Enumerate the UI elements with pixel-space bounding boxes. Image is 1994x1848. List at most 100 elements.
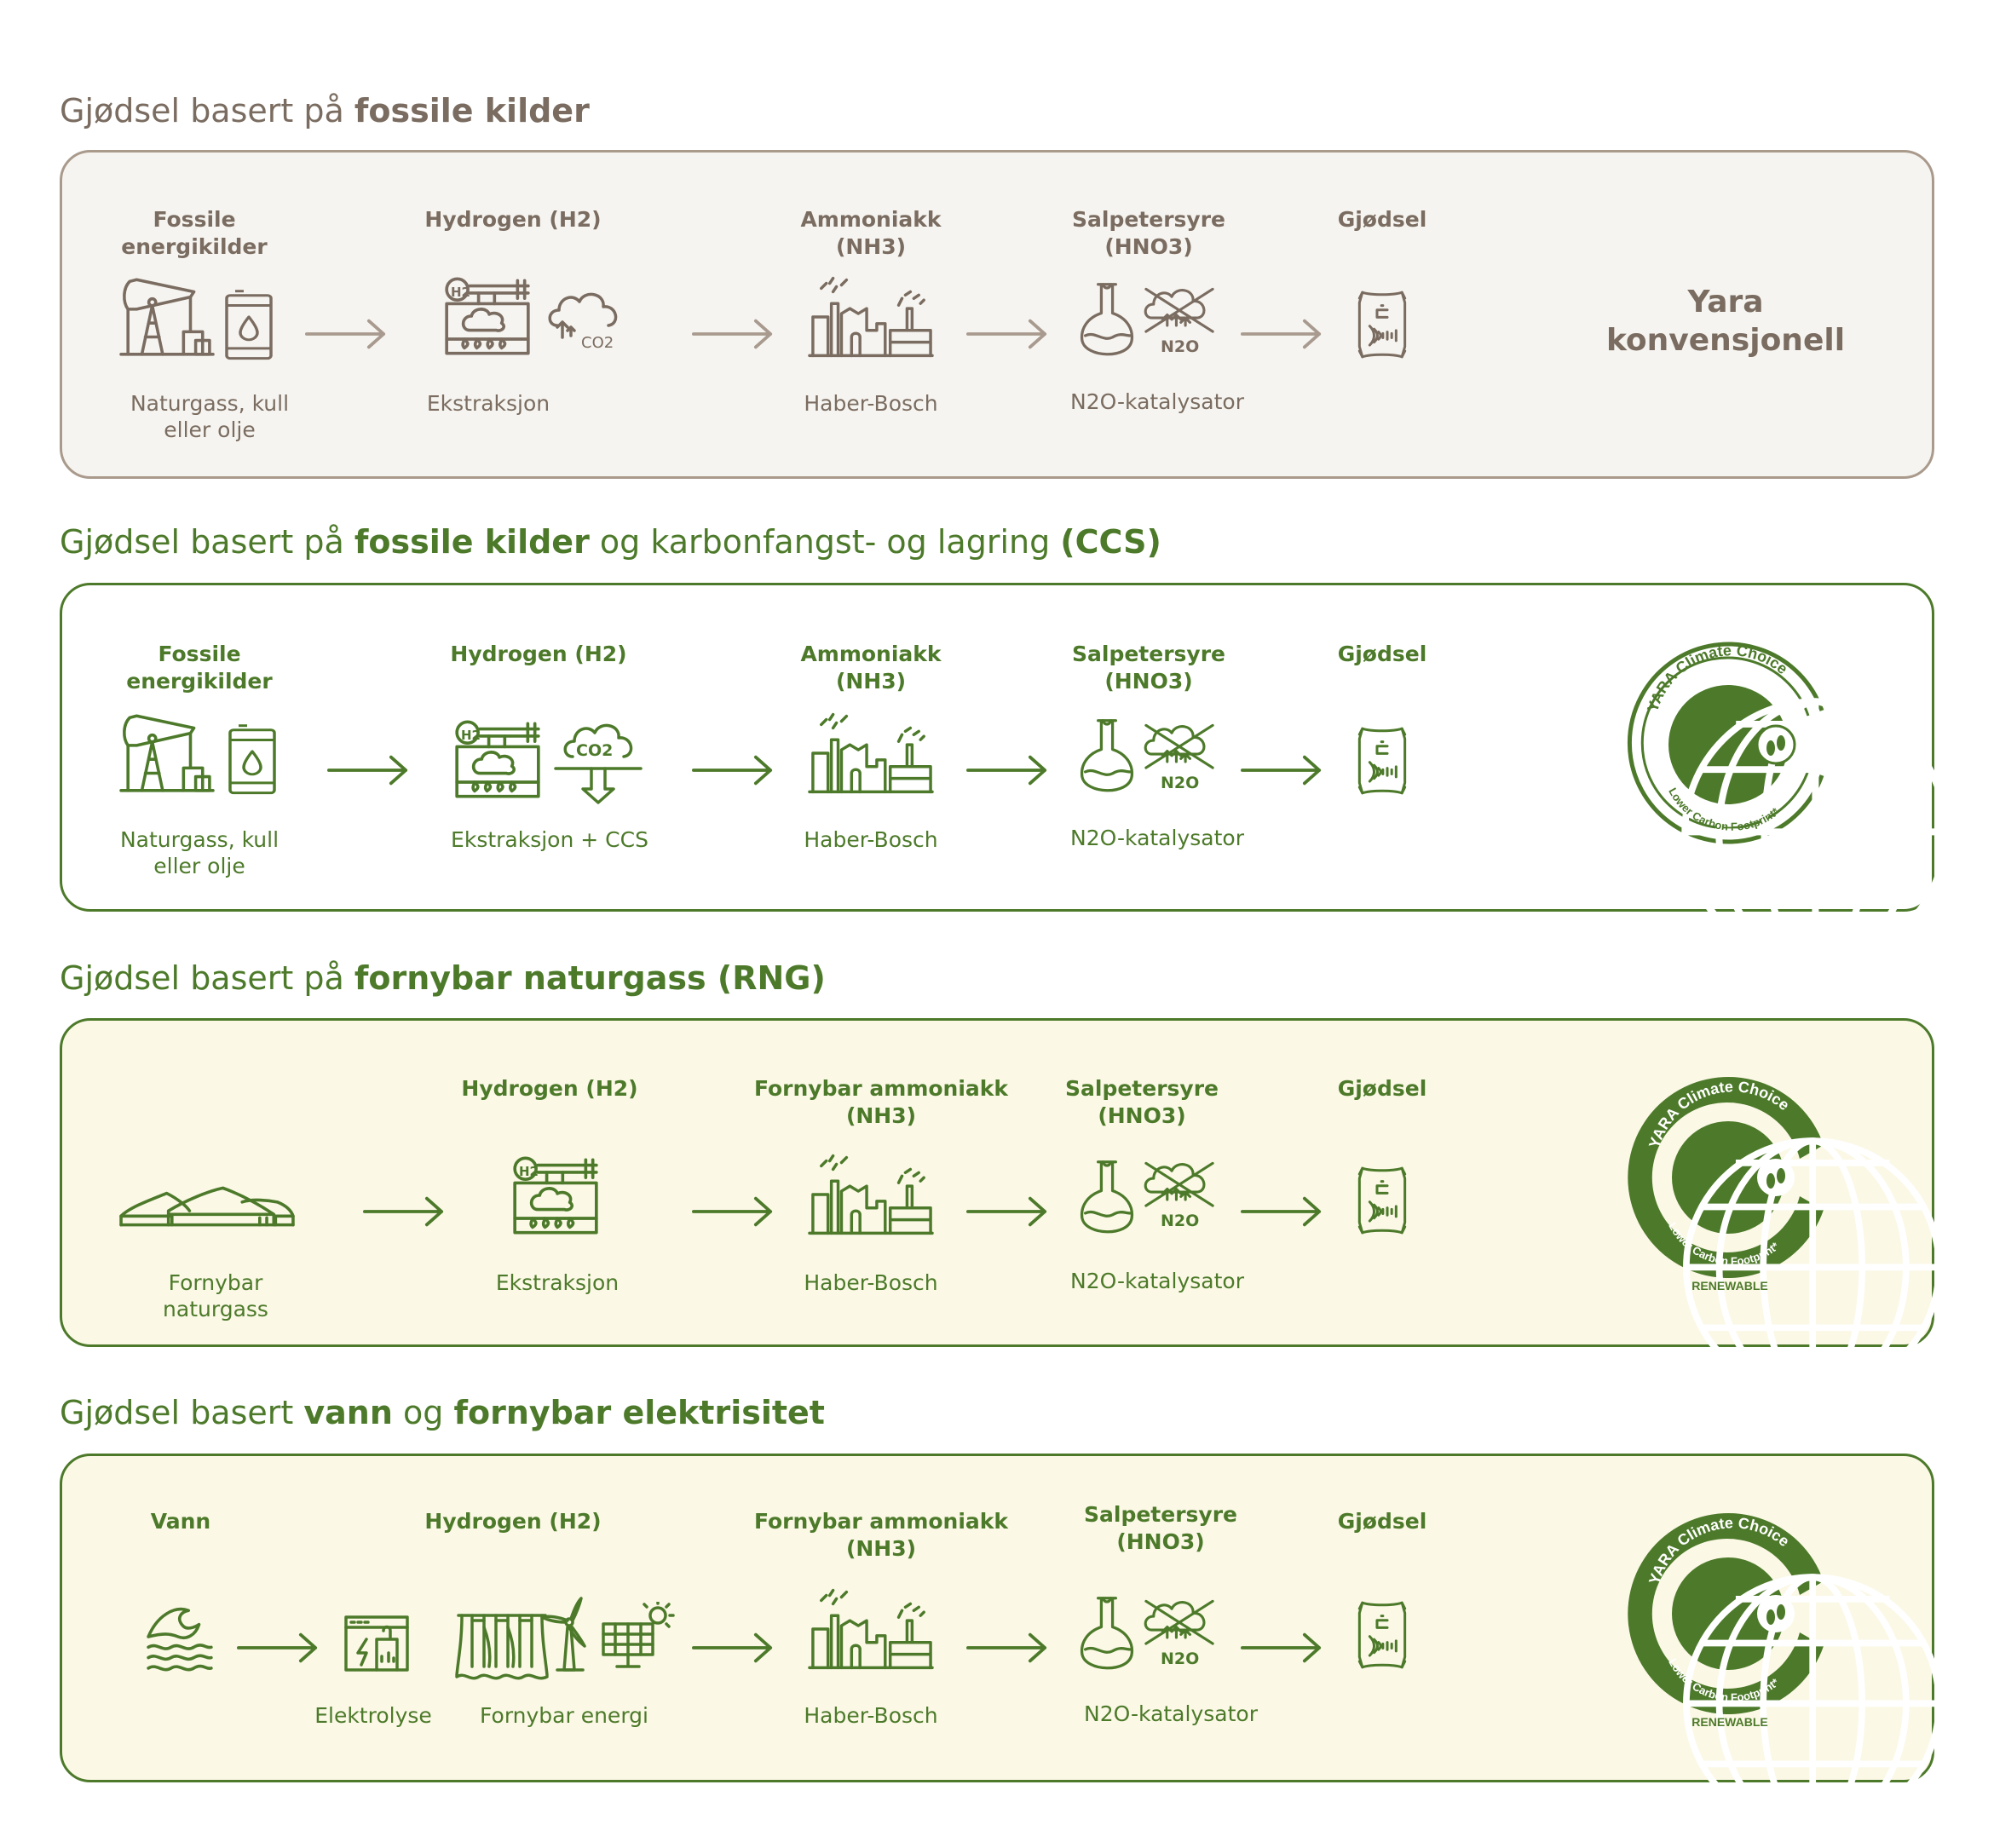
- flow-arrow: [327, 753, 409, 787]
- yara-climate-choice-badge: YARA Climate Choice Lower Carbon Footpri…: [1619, 632, 1841, 854]
- step-title-hydrogen: Hydrogen (H2): [424, 207, 602, 232]
- caption-electrolysis: Elektrolyse: [314, 1703, 432, 1728]
- ammonia-plant-icon: [808, 1152, 934, 1237]
- ammonia-plant-icon: [808, 711, 934, 796]
- panel-ccs: [60, 583, 1934, 912]
- flow-arrow: [1241, 317, 1323, 351]
- oil-barrel-icon: [223, 290, 274, 361]
- co2-label: CO2: [581, 334, 614, 352]
- n2o-crossed-cloud-icon: N2O: [1140, 1159, 1219, 1235]
- caption-fossil-sources: Naturgass, kull eller olje: [130, 391, 290, 442]
- yara-climate-choice-renewable-badge: YARA Climate Choice Lower Carbon Footpri…: [1619, 1503, 1841, 1733]
- flow-arrow: [305, 317, 387, 351]
- hydrogen-extractor-icon: H2: [453, 719, 542, 801]
- step-title-ammonia: Ammoniakk (NH3): [800, 207, 942, 259]
- caption-haber-bosch: Haber-Bosch: [804, 827, 938, 852]
- flow-arrow: [692, 753, 774, 787]
- panel-fossil: [60, 150, 1934, 479]
- flow-arrow: [692, 1631, 774, 1665]
- solar-panel-icon: [600, 1602, 677, 1672]
- flask-icon: [1079, 1595, 1135, 1675]
- flask-icon: [1079, 1159, 1135, 1239]
- caption-n2o-catalyst: N2O-katalysator: [1070, 389, 1244, 414]
- badge-renewable-text: RENEWABLE: [1691, 1279, 1767, 1292]
- caption-n2o-catalyst: N2O-katalysator: [1084, 1701, 1258, 1726]
- flask-icon: [1079, 717, 1135, 797]
- fertilizer-bag-icon: [1355, 724, 1409, 797]
- step-title-nitric-acid: Salpetersyre (HNO3): [1072, 207, 1225, 259]
- caption-renewable-energy: Fornybar energi: [480, 1703, 648, 1728]
- caption-extraction: Ekstraksjon: [495, 1270, 620, 1295]
- step-title-fertilizer: Gjødsel: [1337, 207, 1427, 232]
- flow-arrow: [966, 753, 1048, 787]
- yara-conventional-label: Yara konvensjonell: [1605, 285, 1846, 358]
- ammonia-plant-icon: [808, 1586, 934, 1672]
- step-title-water: Vann: [150, 1509, 211, 1534]
- caption-renewable-natural-gas: Fornybar naturgass: [163, 1270, 268, 1321]
- h2-label: H2: [451, 285, 470, 300]
- oil-barrel-icon: [227, 724, 278, 796]
- fertilizer-bag-icon: [1355, 288, 1409, 361]
- flow-arrow: [1241, 1631, 1323, 1665]
- n2o-crossed-cloud-icon: N2O: [1140, 1597, 1219, 1673]
- step-title-fossil-sources: Fossile energikilder: [121, 207, 268, 259]
- step-title-hydrogen: Hydrogen (H2): [461, 1076, 638, 1101]
- flask-icon: [1079, 281, 1135, 361]
- electrolyser-icon: [343, 1614, 411, 1673]
- hydrogen-extractor-icon: H2: [443, 276, 532, 358]
- step-title-fossil-sources: Fossile energikilder: [126, 642, 273, 694]
- step-title-fertilizer: Gjødsel: [1337, 642, 1427, 666]
- flow-arrow: [1241, 1195, 1323, 1229]
- step-title-renewable-ammonia: Fornybar ammoniakk (NH3): [753, 1509, 1009, 1561]
- n2o-crossed-cloud-icon: N2O: [1140, 721, 1219, 797]
- step-title-ammonia: Ammoniakk (NH3): [800, 642, 942, 694]
- section-heading-water-electricity: Gjødsel basert vann og fornybar elektris…: [60, 1394, 825, 1431]
- caption-n2o-catalyst: N2O-katalysator: [1070, 1269, 1244, 1293]
- flow-arrow: [692, 1195, 774, 1229]
- caption-extraction: Ekstraksjon: [426, 391, 550, 416]
- flow-arrow: [692, 317, 774, 351]
- badge-renewable-text: RENEWABLE: [1691, 1715, 1767, 1729]
- h2-label: H2: [461, 728, 481, 743]
- flow-arrow: [363, 1195, 445, 1229]
- section-heading-rng: Gjødsel basert på fornybar naturgass (RN…: [60, 959, 826, 997]
- fertilizer-bag-icon: [1355, 1164, 1409, 1237]
- step-title-nitric-acid: Salpetersyre (HNO3): [1065, 1076, 1219, 1128]
- flow-arrow: [237, 1631, 319, 1665]
- panel-rng: [60, 1018, 1934, 1347]
- n2o-label: N2O: [1161, 774, 1200, 792]
- step-title-hydrogen: Hydrogen (H2): [424, 1509, 602, 1534]
- caption-extraction-ccs: Ekstraksjon + CCS: [451, 827, 648, 852]
- yara-climate-choice-renewable-badge: YARA Climate Choice Lower Carbon Footpri…: [1619, 1067, 1841, 1297]
- pumpjack-icon: [119, 271, 215, 358]
- step-title-renewable-ammonia: Fornybar ammoniakk (NH3): [753, 1076, 1009, 1128]
- caption-haber-bosch: Haber-Bosch: [804, 391, 938, 416]
- co2-label: CO2: [576, 741, 614, 760]
- section-heading-ccs: Gjødsel basert på fossile kilder og karb…: [60, 523, 1161, 561]
- n2o-label: N2O: [1161, 1212, 1200, 1230]
- flow-arrow: [966, 1195, 1048, 1229]
- hydrogen-extractor-icon: H2: [511, 1155, 600, 1237]
- n2o-crossed-cloud-icon: N2O: [1140, 285, 1219, 361]
- flow-arrow: [1241, 753, 1323, 787]
- caption-haber-bosch: Haber-Bosch: [804, 1270, 938, 1295]
- pumpjack-icon: [119, 707, 215, 794]
- ammonia-plant-icon: [808, 274, 934, 360]
- caption-n2o-catalyst: N2O-katalysator: [1070, 826, 1244, 850]
- flow-arrow: [966, 317, 1048, 351]
- h2-label: H2: [519, 1164, 539, 1179]
- water-waves-icon: [145, 1602, 215, 1672]
- n2o-label: N2O: [1161, 1649, 1200, 1668]
- hydropower-dam-icon: [455, 1607, 549, 1684]
- caption-haber-bosch: Haber-Bosch: [804, 1703, 938, 1728]
- flow-arrow: [966, 1631, 1048, 1665]
- step-title-fertilizer: Gjødsel: [1337, 1076, 1427, 1101]
- wind-turbine-icon: [540, 1597, 600, 1675]
- co2-capture-storage-icon: CO2: [554, 721, 643, 804]
- step-title-nitric-acid: Salpetersyre (HNO3): [1084, 1502, 1237, 1554]
- fertilizer-bag-icon: [1355, 1598, 1409, 1672]
- n2o-label: N2O: [1161, 337, 1200, 356]
- step-title-fertilizer: Gjødsel: [1337, 1509, 1427, 1534]
- co2-cloud-icon: CO2: [545, 286, 622, 360]
- caption-fossil-sources: Naturgass, kull eller olje: [119, 827, 280, 878]
